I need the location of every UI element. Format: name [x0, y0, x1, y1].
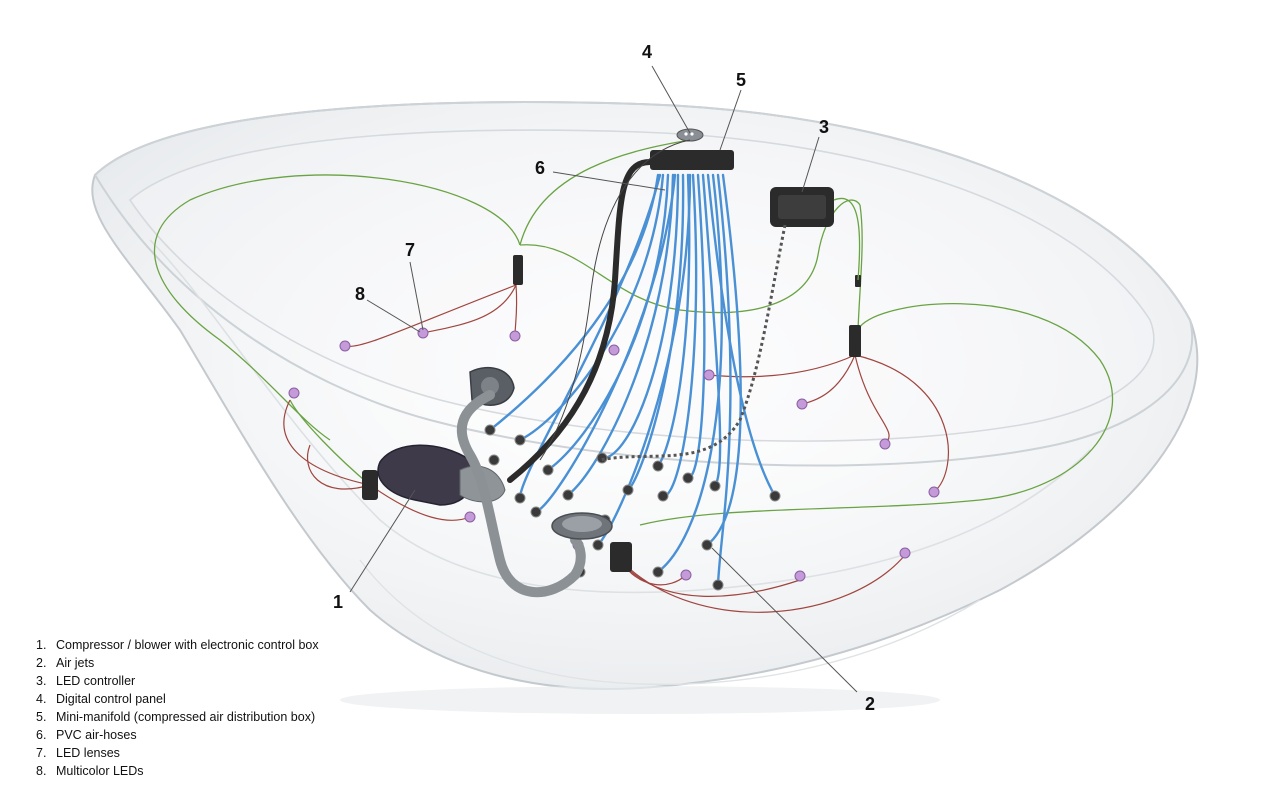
- callout-4: 4: [642, 42, 652, 62]
- control-panel-cable: [539, 139, 691, 461]
- legend-item: 8. Multicolor LEDs: [36, 762, 319, 780]
- callout-5: 5: [736, 70, 746, 90]
- legend-number: 3.: [36, 674, 47, 688]
- legend-item: 7. LED lenses: [36, 744, 319, 762]
- legend-text: Multicolor LEDs: [56, 764, 144, 778]
- tub-rim-inner: [128, 129, 1155, 442]
- legend-number: 7.: [36, 746, 47, 760]
- legend: 1. Compressor / blower with electronic co…: [36, 636, 319, 780]
- legend-number: 1.: [36, 638, 47, 652]
- callout-8: 8: [355, 284, 365, 304]
- callout-numbers: 4 5 3 6 7 8 1 2: [333, 42, 875, 714]
- digital-control-panel: [676, 128, 704, 142]
- legend-text: LED controller: [56, 674, 136, 688]
- callout-6: 6: [535, 158, 545, 178]
- mini-manifold: [650, 150, 734, 170]
- tub-shell: [91, 101, 1199, 714]
- callout-7: 7: [405, 240, 415, 260]
- led-controller: [770, 187, 834, 227]
- callout-leader-lines: [349, 65, 858, 693]
- legend-text: LED lenses: [56, 746, 120, 760]
- legend-item: 1. Compressor / blower with electronic co…: [36, 636, 319, 654]
- legend-text: Compressor / blower with electronic cont…: [56, 638, 319, 652]
- compressor-blower: [377, 367, 515, 506]
- legend-text: Mini-manifold (compressed air distributi…: [56, 710, 316, 724]
- compressor-air-pipe: [456, 390, 586, 598]
- led-controller-wire: [833, 197, 861, 281]
- tub-floor-shadow: [340, 686, 940, 714]
- led-controller-cable: [599, 224, 787, 462]
- callout-1: 1: [333, 592, 343, 612]
- legend-item: 5. Mini-manifold (compressed air distribu…: [36, 708, 319, 726]
- drain: [551, 512, 613, 540]
- legend-item: 6. PVC air-hoses: [36, 726, 319, 744]
- air-jets: [484, 424, 781, 591]
- legend-number: 4.: [36, 692, 47, 706]
- legend-text: PVC air-hoses: [56, 728, 137, 742]
- legend-text: Air jets: [56, 656, 95, 670]
- multicolor-leds: [288, 327, 940, 582]
- legend-item: 4. Digital control panel: [36, 690, 319, 708]
- tub-inner-wall: [149, 239, 1091, 594]
- legend-number: 2.: [36, 656, 47, 670]
- legend-item: 2. Air jets: [36, 654, 319, 672]
- legend-text: Digital control panel: [56, 692, 166, 706]
- legend-item: 3. LED controller: [36, 672, 319, 690]
- legend-number: 6.: [36, 728, 47, 742]
- led-connectors: [362, 255, 861, 572]
- tub-base-line: [359, 559, 981, 686]
- callout-3: 3: [819, 117, 829, 137]
- legend-number: 5.: [36, 710, 47, 724]
- legend-number: 8.: [36, 764, 47, 778]
- tub-rim-outer: [93, 101, 1193, 467]
- callout-2: 2: [865, 694, 875, 714]
